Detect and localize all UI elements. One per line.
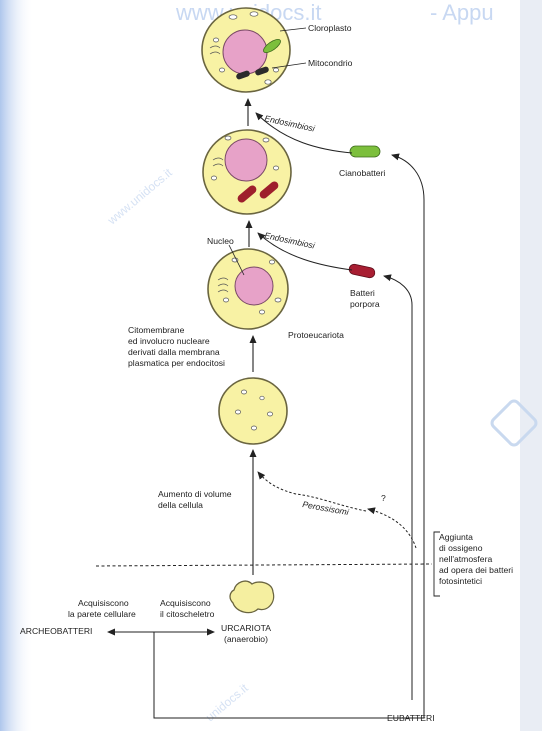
label-acquisiscono-citoscheletro: Acquisiscono il citoscheletro	[160, 598, 215, 619]
label-question: ?	[381, 493, 386, 503]
line-eubatteri-to-cyanobacteria	[392, 155, 424, 700]
cell-membrane	[219, 378, 287, 444]
nucleus	[235, 267, 273, 305]
plant-cell	[202, 8, 290, 92]
early-cell	[219, 378, 287, 444]
page-edge-left	[0, 0, 34, 731]
label-nucleo: Nucleo	[207, 236, 234, 246]
label-urcariota: URCARIOTA	[221, 623, 271, 633]
label-archeobatteri: ARCHEOBATTERI	[20, 626, 92, 636]
cyanobacterium	[350, 146, 380, 157]
label-acquisiscono-parete: Acquisiscono la parete cellulare	[68, 598, 136, 619]
label-endosimbiosi-1: Endosimbiosi	[264, 113, 317, 134]
label-eubatteri: EUBATTERI	[387, 713, 435, 723]
nucleus	[225, 139, 267, 181]
animal-cell	[203, 130, 291, 214]
purple-bacterium	[348, 263, 376, 278]
label-protoeucariota: Protoeucariota	[288, 330, 344, 340]
label-aumento-volume: Aumento di volume della cellula	[158, 489, 234, 510]
watermark-header-right: - Appu	[430, 0, 494, 25]
arrow-to-urcariota	[154, 632, 214, 643]
protoeukaryote-cell	[208, 249, 288, 329]
label-endosimbiosi-2: Endosimbiosi	[264, 230, 317, 251]
watermark-diagonal: www.unidocs.it	[104, 165, 175, 228]
label-perossisomi: Perossisomi	[302, 499, 351, 517]
label-cloroplasto: Cloroplasto	[308, 23, 352, 33]
label-citomembrane: Citomembrane ed involucro nucleare deriv…	[128, 325, 225, 368]
nucleus	[223, 30, 267, 74]
urcariota-cell	[230, 581, 274, 612]
page-edge-right	[520, 0, 542, 731]
arrow-oxygen-to-perossisomi	[368, 509, 416, 548]
label-anaerobio: (anaerobio)	[224, 634, 268, 644]
label-batteri-porpora: Batteri porpora	[350, 288, 380, 309]
oxygen-boundary-line	[96, 564, 432, 566]
label-mitocondrio: Mitocondrio	[308, 58, 353, 68]
line-root-bottom	[154, 643, 424, 718]
label-aggiunta-ossigeno: Aggiunta di ossigeno nell'atmosfera ad o…	[439, 532, 515, 586]
label-cianobatteri: Cianobatteri	[339, 168, 385, 178]
line-eubatteri-to-purple	[384, 276, 412, 700]
